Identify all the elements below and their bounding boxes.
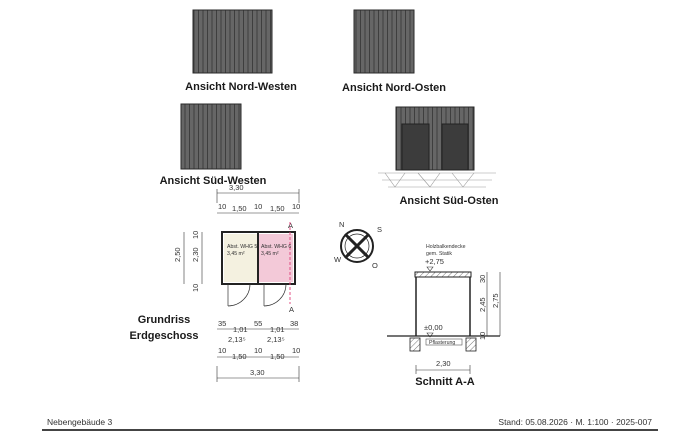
section-a-a: Holzbalkendecke gem. Statik +2,75 ±0,00 … [387,244,501,388]
floor-plan: 3,30 10 1,50 10 1,50 10 A Abst. WHG 5 3,… [129,183,300,382]
dim-overall-top: 3,30 [229,183,244,192]
elevation-so-label: Ansicht Süd-Osten [399,195,498,207]
dim-bottom-3: 10 [254,346,262,355]
elevation-south-west: Ansicht Süd-Westen [160,103,267,187]
door-left [401,123,430,171]
room-right-area: 3,45 m² [261,251,279,257]
dim-door-height-left: 2,13⁵ [228,335,246,344]
footer-stamp: Stand: 05.08.2026 · M. 1:100 · 2025-007 [498,417,652,427]
section-dim-275: 2,75 [491,293,500,308]
dim-left-inner: 2,30 [191,247,200,262]
cut-mark-top: A [288,221,293,230]
level-top: +2,75 [425,257,444,266]
section-dim-10: 10 [478,332,487,340]
paving-label: Pflasterung [429,340,455,346]
compass-o: O [372,261,378,270]
dim-bottom-5: 10 [292,346,300,355]
cut-mark-bottom: A [289,305,294,314]
compass-rose: N W S O [334,220,382,270]
compass-w: W [334,255,342,264]
dim-bottom-1: 10 [218,346,226,355]
section-width: 2,30 [436,359,451,368]
elevation-sw-label: Ansicht Süd-Westen [160,175,267,187]
facade-no [353,9,415,74]
footer-project: Nebengebäude 3 [47,417,113,427]
elevation-nw-label: Ansicht Nord-Westen [185,81,297,93]
elevation-north-west: Ansicht Nord-Westen [185,9,297,93]
floor-plan-title-2: Erdgeschoss [129,330,198,342]
section-dim-30: 30 [478,275,487,283]
section-dim-245: 2,45 [478,297,487,312]
ceiling-note-2: gem. Statik [426,251,452,257]
room-right [259,234,293,282]
dim-door-2: 1,01 [233,325,248,334]
dim-top-2: 1,50 [232,204,247,213]
dim-door-height-right: 2,13⁵ [267,335,285,344]
paving-pattern [378,172,496,188]
facade-nw [192,9,273,74]
room-left [224,234,257,282]
elevation-south-east: Ansicht Süd-Osten [378,106,499,207]
dim-door-3: 55 [254,319,262,328]
dim-bottom-4: 1,50 [270,352,285,361]
dim-left-bottom: 10 [191,284,200,292]
elevation-no-label: Ansicht Nord-Osten [342,82,446,94]
dim-top-1: 10 [218,202,226,211]
dim-top-4: 1,50 [270,204,285,213]
door-swings [227,283,287,307]
floor-plan-title-1: Grundriss [138,314,191,326]
elevation-north-east: Ansicht Nord-Osten [342,9,446,94]
room-left-area: 3,45 m² [227,251,245,257]
footer-rule [42,429,658,431]
dim-door-5: 38 [290,319,298,328]
dim-left-top: 10 [191,231,200,239]
compass-n: N [339,220,344,229]
compass-s: S [377,225,382,234]
level-floor: ±0,00 [424,323,443,332]
room-left-name: Abst. WHG 5 [227,244,257,250]
door-right [441,123,469,171]
dim-door-4: 1,01 [270,325,285,334]
dim-left-outer: 2,50 [173,247,182,262]
ceiling-note-1: Holzbalkendecke [426,244,466,250]
section-title: Schnitt A-A [415,376,475,388]
dim-top-3: 10 [254,202,262,211]
room-right-name: Abst. WHG 6 [261,244,291,250]
dim-overall-bottom: 3,30 [250,368,265,377]
dim-bottom-2: 1,50 [232,352,247,361]
dim-top-5: 10 [292,202,300,211]
dim-door-1: 35 [218,319,226,328]
facade-sw [180,103,242,170]
